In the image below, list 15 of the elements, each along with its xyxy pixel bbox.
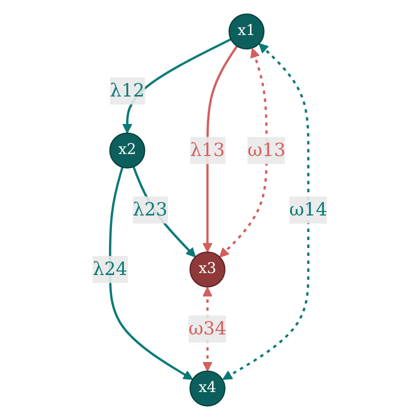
edge-label: λ13: [190, 139, 225, 161]
arrow: [108, 166, 194, 380]
edge-label: λ23: [132, 198, 168, 220]
edge-label: ω14: [289, 198, 328, 220]
edge-label: λ24: [92, 258, 128, 280]
arrow: [132, 166, 196, 258]
node-circle: x3: [189, 252, 226, 288]
node-circle: x4: [189, 370, 226, 406]
edge-label: ω34: [188, 318, 226, 340]
node-circle: x2: [109, 132, 146, 168]
edge-label: λ12: [110, 80, 145, 102]
arrow: [219, 48, 268, 258]
node-circle: x1: [228, 14, 264, 50]
edge-label: ω13: [248, 139, 286, 161]
arrow: [222, 43, 310, 380]
